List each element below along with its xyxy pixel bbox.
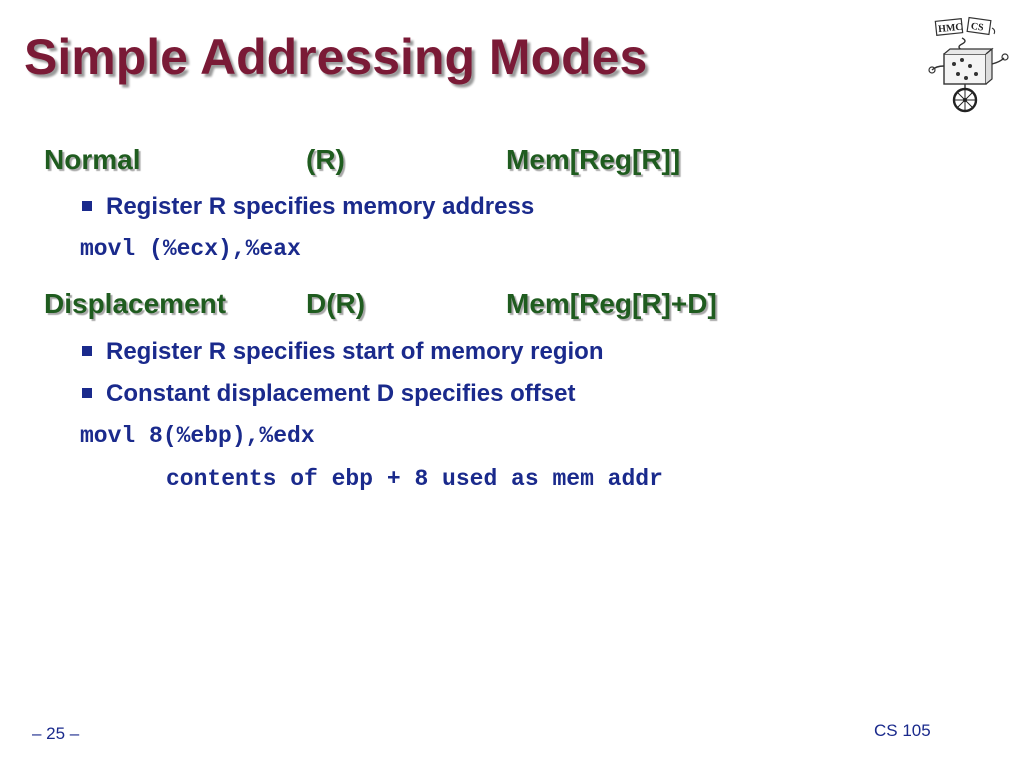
displacement-mode-name: Displacement <box>44 288 227 319</box>
displacement-semantics: Mem[Reg[R]+D] <box>506 288 717 319</box>
page-number: – 25 – <box>32 724 80 743</box>
slide-title: Simple Addressing Modes <box>24 29 648 85</box>
displacement-code-example: movl 8(%ebp),%edx <box>80 423 315 449</box>
bullet-text: Constant displacement D specifies offset <box>106 380 576 407</box>
square-bullet-icon <box>82 200 92 211</box>
bullet-text: Register R specifies memory address <box>106 193 535 220</box>
normal-bullet-1: Register R specifies memory address <box>82 193 534 221</box>
normal-mode-name: Normal <box>44 144 141 175</box>
displacement-syntax: D(R) <box>306 288 366 319</box>
logo-text-hmc: HMC <box>938 22 963 35</box>
hmc-cs-logo: HMC CS <box>928 16 1009 113</box>
square-bullet-icon <box>82 345 92 356</box>
normal-code-example: movl (%ecx),%eax <box>80 236 301 262</box>
square-bullet-icon <box>82 387 92 398</box>
course-label: CS 105 <box>874 721 931 740</box>
displacement-code-note: contents of ebp + 8 used as mem addr <box>166 466 663 492</box>
normal-syntax: (R) <box>306 144 345 175</box>
bullet-text: Register R specifies start of memory reg… <box>106 338 604 365</box>
displacement-bullet-1: Register R specifies start of memory reg… <box>82 338 603 366</box>
displacement-bullet-2: Constant displacement D specifies offset <box>82 380 575 408</box>
normal-semantics: Mem[Reg[R]] <box>506 144 681 175</box>
logo-text-cs: CS <box>970 21 985 34</box>
